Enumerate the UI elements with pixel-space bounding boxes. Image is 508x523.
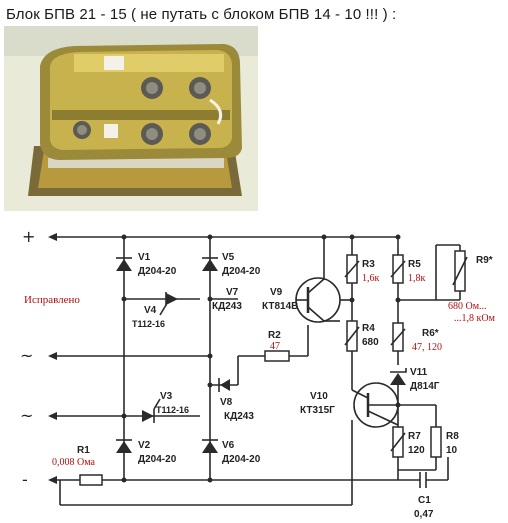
terminal-plus: + [22, 227, 35, 246]
diode-v5: V5 Д204-20 [202, 252, 261, 277]
r5-value: 1,8к [408, 273, 426, 284]
diode-v7: V7 КД243 [207, 287, 242, 312]
v10-type: КТ315Г [300, 405, 335, 416]
capacitor-c1: C1 0,47 [414, 457, 449, 520]
r5-ref: R5 [408, 259, 421, 270]
r2-value: 47 [270, 341, 280, 352]
r2-ref: R2 [268, 330, 281, 341]
circuit-schematic: + ~ ~ - R1 0,008 Ома V1 Д204-20 V2 Д2 [20, 227, 496, 520]
v11-type: Д814Г [410, 381, 440, 392]
resistor-r6: R6* 47, 120 [390, 322, 442, 353]
resistor-r4: R4 680 [344, 320, 379, 352]
resistor-r3: R3 1,6к [344, 254, 380, 284]
v11-ref: V11 [410, 367, 428, 378]
v6-type: Д204-20 [222, 454, 261, 465]
v2-type: Д204-20 [138, 454, 177, 465]
v10-ref: V10 [310, 391, 328, 402]
thyristor-v4: V4 Т112-16 [121, 292, 200, 329]
r1-ref: R1 [77, 445, 90, 456]
diode-v6: V6 Д204-20 [202, 439, 261, 465]
r8-ref: R8 [446, 431, 459, 442]
v6-ref: V6 [222, 440, 235, 451]
diode-v8: V8 КД243 [207, 356, 254, 422]
transistor-v9: V9 КТ814В [262, 234, 341, 323]
r8-value: 10 [446, 445, 458, 456]
v2-ref: V2 [138, 440, 151, 451]
r4-ref: R4 [362, 323, 375, 334]
resistor-r8: R8 10 [430, 426, 459, 458]
resistor-r1: R1 0,008 Ома [52, 445, 103, 486]
v3-type: Т112-16 [156, 405, 189, 415]
v9-ref: V9 [270, 287, 283, 298]
v7-type: КД243 [212, 301, 242, 312]
resistor-r2: R2 47 [264, 330, 308, 362]
v7-ref: V7 [226, 287, 239, 298]
r7-value: 120 [408, 445, 425, 456]
r9-ref: R9* [476, 255, 493, 266]
r3-value: 1,6к [362, 273, 380, 284]
c1-ref: C1 [418, 495, 431, 506]
rail-plus [48, 233, 398, 241]
v8-ref: V8 [220, 397, 233, 408]
v5-type: Д204-20 [222, 266, 261, 277]
resistor-r7: R7 120 [390, 426, 425, 458]
page-title: Блок БПВ 21 - 15 ( не путать с блоком БП… [6, 6, 397, 23]
v4-type: Т112-16 [132, 319, 165, 329]
r7-ref: R7 [408, 431, 421, 442]
transistor-v10: V10 КТ315Г [300, 382, 399, 428]
rail-ac2 [48, 412, 125, 420]
v1-ref: V1 [138, 252, 151, 263]
rail-ac1 [48, 352, 210, 360]
thyristor-v3: V3 Т112-16 [124, 391, 200, 423]
diode-v2: V2 Д204-20 [116, 439, 177, 465]
resistor-r5: R5 1,8к [390, 254, 426, 284]
diode-v1: V1 Д204-20 [116, 252, 177, 277]
r9-value-2: ...1,8 кОм [454, 313, 496, 324]
rail-minus [48, 476, 210, 484]
r6-value: 47, 120 [412, 342, 442, 353]
v8-type: КД243 [224, 411, 254, 422]
r9-value-1: 680 Ом... [448, 301, 487, 312]
module-photo [4, 26, 258, 211]
terminal-ac-1: ~ [20, 346, 33, 365]
r4-value: 680 [362, 337, 379, 348]
correction-note: Исправлено [24, 294, 80, 306]
r1-value: 0,008 Ома [52, 457, 95, 468]
v5-ref: V5 [222, 252, 235, 263]
r6-ref: R6* [422, 328, 439, 339]
resistor-r9: R9* 680 Ом... ...1,8 кОм [448, 250, 496, 324]
c1-value: 0,47 [414, 509, 434, 520]
terminal-minus: - [22, 470, 28, 489]
v1-type: Д204-20 [138, 266, 177, 277]
v4-ref: V4 [144, 305, 157, 316]
v3-ref: V3 [160, 391, 173, 402]
r3-ref: R3 [362, 259, 375, 270]
terminal-ac-2: ~ [20, 406, 33, 425]
v9-type: КТ814В [262, 301, 298, 312]
zener-v11: V11 Д814Г [390, 367, 440, 392]
